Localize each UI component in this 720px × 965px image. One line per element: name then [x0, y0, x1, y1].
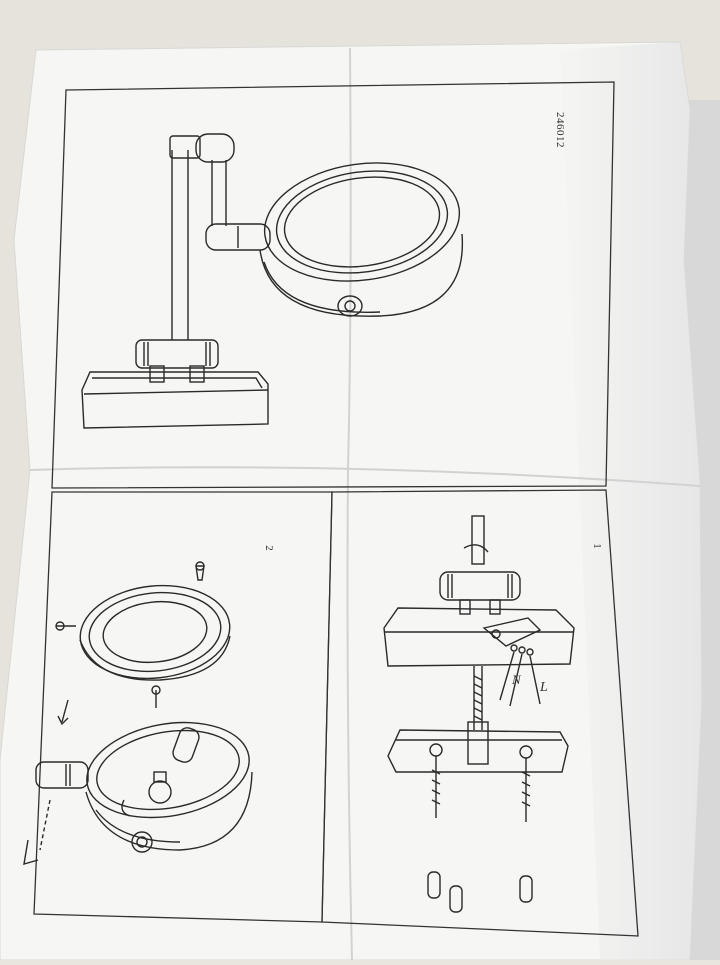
- step1-drawing: [383, 515, 575, 913]
- fold-horizontal: [29, 466, 701, 487]
- wire-label-n: N: [512, 672, 521, 687]
- step-number-1: 1: [590, 543, 603, 549]
- wire-label-l: L: [540, 680, 548, 695]
- step-number-2: 2: [262, 545, 275, 551]
- fold-vertical: [346, 47, 353, 961]
- step2-drawing: [23, 561, 253, 865]
- panel-top-frame: [51, 81, 615, 489]
- assembled-lamp-drawing: [81, 133, 464, 429]
- panel-step1-frame: [321, 489, 639, 937]
- paper-shade: [560, 42, 702, 960]
- product-code-label: 246012: [554, 112, 566, 148]
